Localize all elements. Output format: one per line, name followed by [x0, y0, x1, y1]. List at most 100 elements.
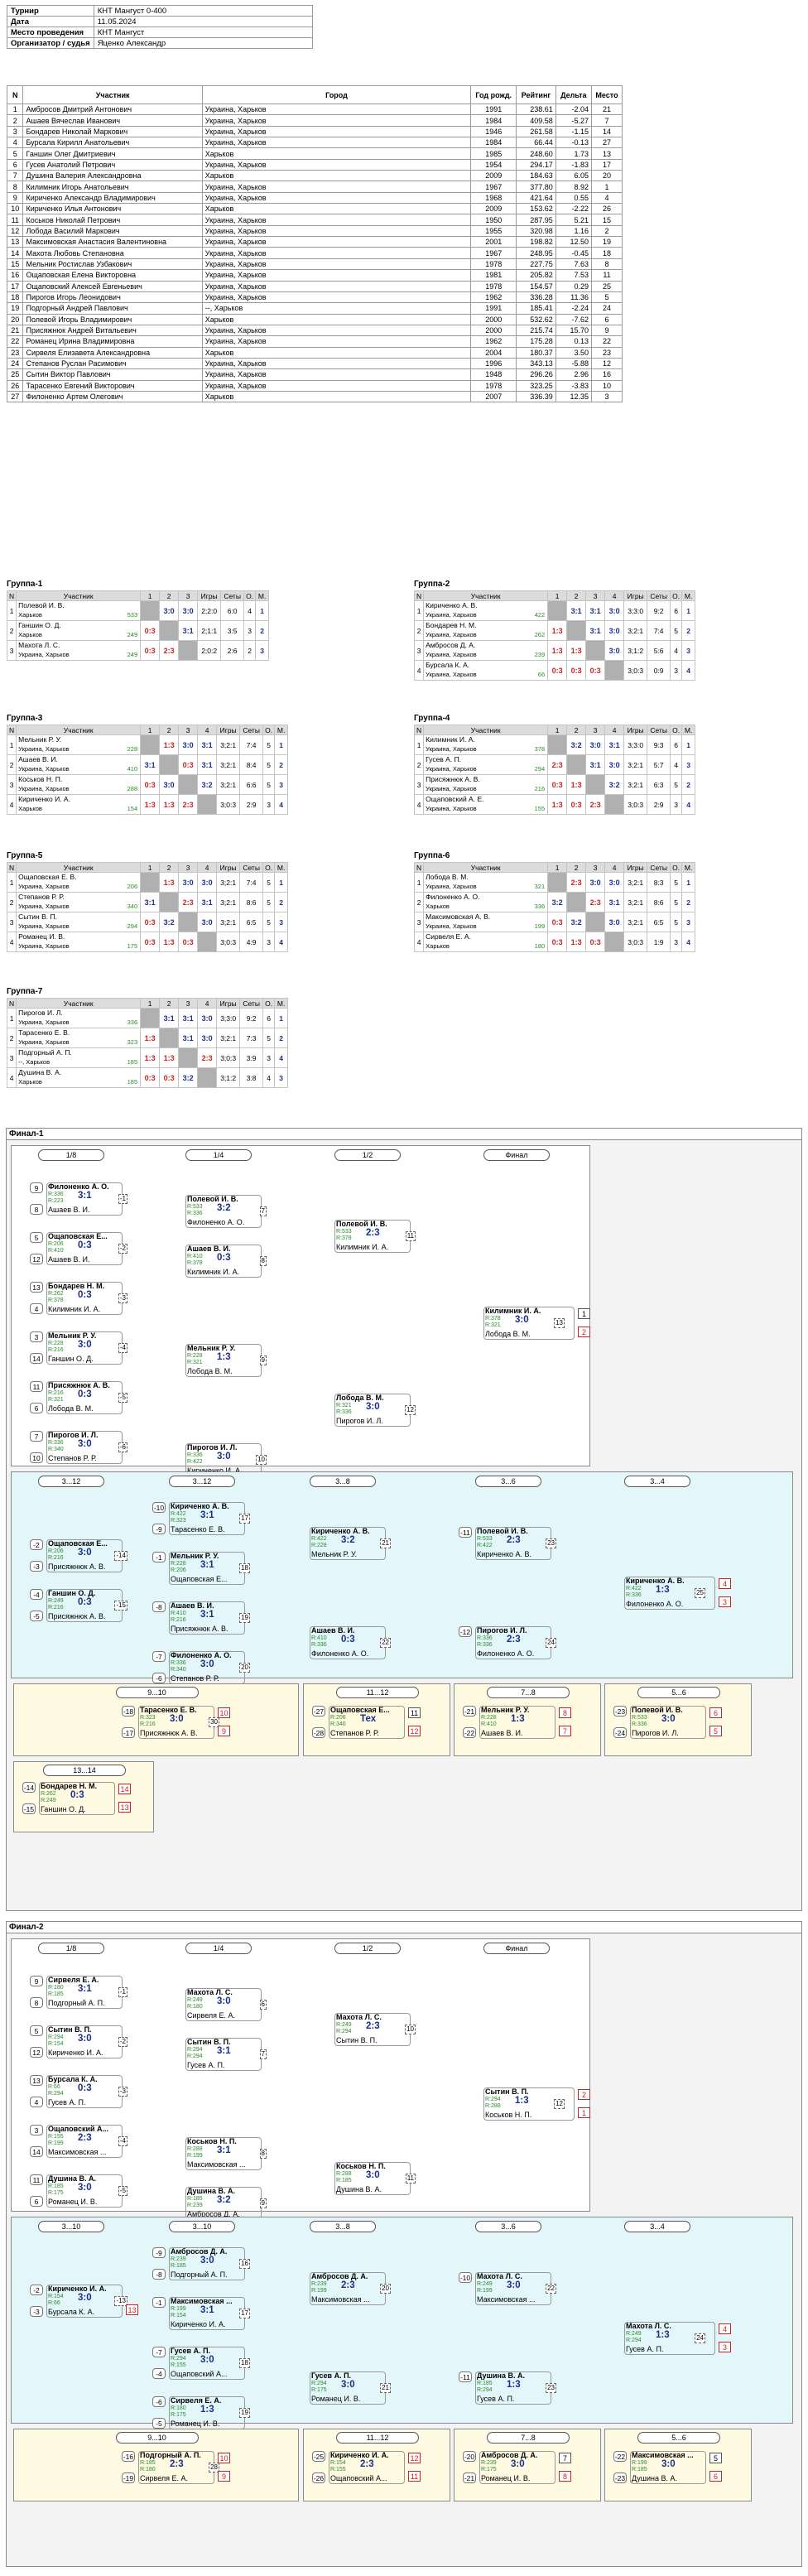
- score-cell: 3:1: [178, 620, 199, 641]
- rating-value: R:175: [171, 2411, 186, 2418]
- match-player-1: Амбросов Д. А.: [171, 2248, 228, 2256]
- match-player-2: Амбросов Д. А.: [187, 2211, 240, 2218]
- participant-cell: 25: [6, 368, 24, 381]
- player-city: Украина, Харьков: [18, 785, 70, 792]
- player-rating: 239: [534, 651, 546, 658]
- seed-tag: 4: [30, 1303, 43, 1314]
- participant-cell: 2: [6, 114, 24, 127]
- seed-tag: 8: [30, 1204, 43, 1215]
- place-cell: 3: [274, 774, 289, 795]
- participant-cell: 22: [590, 335, 623, 348]
- seed-tag: -2: [30, 2285, 43, 2295]
- seed-tag: -18: [122, 1706, 135, 1717]
- player-rating: 422: [534, 611, 546, 619]
- score-cell: 1:3: [159, 794, 180, 815]
- rating-value: R:249: [477, 2281, 493, 2287]
- score-cell: 3:2: [178, 1067, 199, 1088]
- place-cell: 2: [681, 620, 696, 641]
- score-cell: 3:2: [159, 912, 180, 932]
- match-player-2: Присяжнюк А. В.: [140, 1730, 198, 1737]
- games-cell: 3;2:1: [623, 872, 648, 893]
- player-city: Украина, Харьков: [426, 651, 477, 658]
- player-name: Полевой И. В.: [18, 601, 65, 609]
- games-cell: 2;0:2: [197, 640, 222, 661]
- participant-cell: 1984: [470, 137, 517, 149]
- round-header: 9...10: [115, 2432, 199, 2444]
- sets-cell: 8:3: [647, 872, 671, 893]
- match-player-1: Пирогов И. Л.: [187, 1444, 238, 1452]
- round-header: 3...4: [624, 1476, 690, 1487]
- participant-cell: 19: [6, 302, 24, 315]
- rating-value: R:206: [48, 1241, 64, 1247]
- player-city: --, Харьков: [18, 1058, 50, 1066]
- participant-cell: Амбросов Дмитрий Антонович: [22, 103, 203, 116]
- round-header: 11...12: [336, 1687, 419, 1698]
- match-number: 19: [239, 1613, 250, 1623]
- match-player-1: Амбросов Д. А.: [311, 2273, 368, 2280]
- match-score: 3:2: [341, 1535, 355, 1545]
- player-rating: 262: [534, 631, 546, 638]
- group-row-number: 2: [6, 892, 17, 912]
- seed-tag: 12: [30, 1254, 43, 1264]
- match-player-1: Бондарев Н. М.: [48, 1283, 105, 1290]
- self-cell: [178, 1047, 199, 1068]
- participant-cell: -1.83: [555, 158, 592, 171]
- participant-cell: Харьков: [201, 346, 472, 359]
- self-cell: [159, 754, 180, 775]
- seed-tag: -3: [30, 2306, 43, 2317]
- player-rating: 175: [127, 942, 138, 950]
- group-header-cell: 4: [197, 862, 218, 873]
- group-header-cell: Участник: [423, 862, 549, 873]
- self-cell: [566, 754, 587, 775]
- group-header-cell: М.: [681, 862, 696, 873]
- match-score: 1:3: [200, 2405, 214, 2415]
- sets-cell: 0:9: [647, 660, 671, 681]
- group-header-cell: N: [413, 862, 425, 873]
- participant-cell: 1978: [470, 379, 517, 392]
- games-cell: 3;0:3: [623, 660, 648, 681]
- player-name: Присяжнюк А. В.: [426, 775, 480, 783]
- participant-cell: 1.16: [555, 224, 592, 238]
- info-label: Дата: [7, 16, 94, 27]
- rating-value: R:378: [48, 1297, 64, 1303]
- score-cell: 1:3: [140, 1047, 161, 1068]
- player-name: Ашаев В. И.: [18, 755, 58, 763]
- player-city: Украина, Харьков: [18, 883, 70, 890]
- group-header-cell: 3: [178, 998, 199, 1009]
- match-player-1: Бондарев Н. М.: [41, 1783, 98, 1790]
- place-badge: 5: [709, 1726, 722, 1736]
- participant-cell: 6: [590, 313, 623, 325]
- participant-cell: 7.53: [555, 269, 592, 282]
- points-cell: 3: [670, 660, 683, 681]
- group-header-cell: 4: [604, 862, 625, 873]
- seed-tag: -7: [152, 1651, 166, 1662]
- rating-value: R:199: [187, 2152, 203, 2159]
- participant-cell: Ощаповская Елена Викторовна: [22, 269, 203, 282]
- score-cell: 0:3: [140, 774, 161, 795]
- rating-value: R:199: [48, 2140, 64, 2146]
- info-label: Место проведения: [7, 26, 94, 38]
- column-header: Дельта: [555, 85, 592, 104]
- sets-cell: 6:5: [239, 912, 264, 932]
